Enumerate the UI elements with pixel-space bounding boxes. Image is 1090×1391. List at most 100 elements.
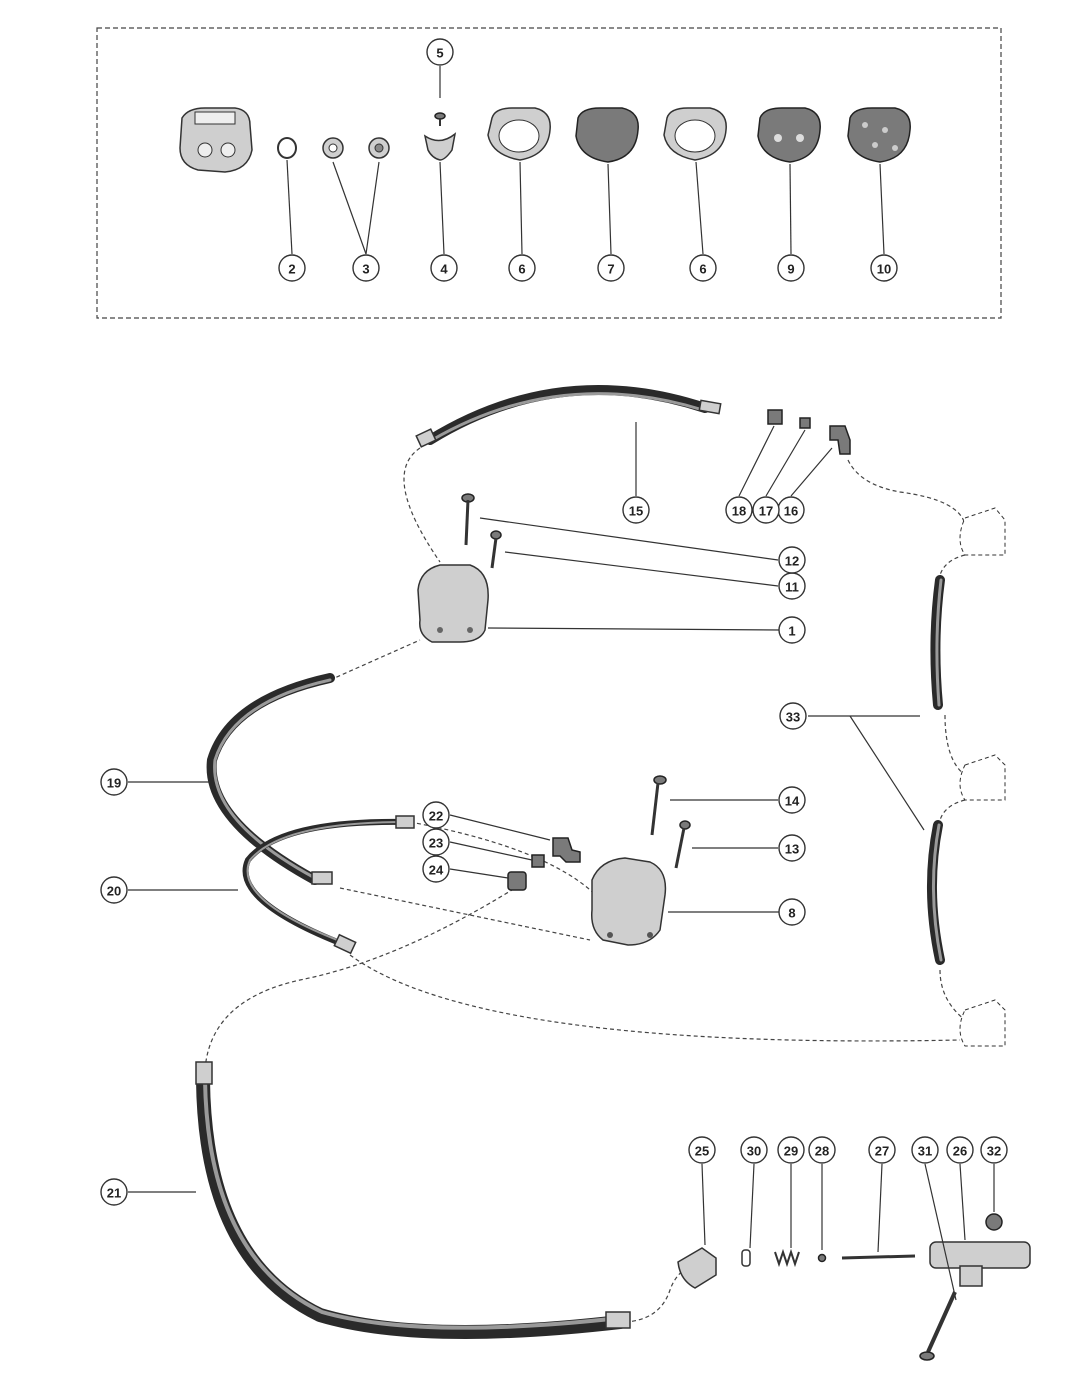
- part-sleeve-23: [531, 854, 545, 868]
- callout-label: 15: [629, 504, 643, 519]
- screw-12: [461, 493, 475, 546]
- part-diaphragm: [575, 107, 639, 163]
- callout-31: 31: [911, 1136, 939, 1164]
- hose-fitting: [195, 1061, 213, 1085]
- callout-8: 8: [778, 898, 806, 926]
- connector-outline-top: [959, 507, 1006, 556]
- screw-14: [650, 775, 667, 836]
- callout-label: 32: [987, 1144, 1001, 1159]
- part-spring-29: [774, 1248, 800, 1268]
- callout-label: 10: [877, 262, 891, 277]
- callout-14: 14: [778, 786, 806, 814]
- part-screw-31: [919, 1291, 957, 1361]
- part-nut-32: [985, 1213, 1003, 1231]
- callout-6: 6: [508, 254, 536, 282]
- callout-11: 11: [778, 572, 806, 600]
- part-sleeve-17: [799, 417, 811, 429]
- pump-upper: [417, 564, 489, 643]
- callout-6: 6: [689, 254, 717, 282]
- callout-21: 21: [100, 1178, 128, 1206]
- callout-32: 32: [980, 1136, 1008, 1164]
- part-cover-plate: [757, 107, 821, 163]
- callout-1: 1: [778, 616, 806, 644]
- callout-7: 7: [597, 254, 625, 282]
- part-ball-28: [817, 1253, 827, 1263]
- part-check-valve-pair: [322, 137, 390, 159]
- callout-label: 19: [107, 776, 121, 791]
- callout-2: 2: [278, 254, 306, 282]
- callout-label: 6: [518, 262, 525, 277]
- callout-4: 4: [430, 254, 458, 282]
- part-elbow-22: [552, 837, 581, 863]
- screw-13: [674, 820, 691, 869]
- callout-label: 12: [785, 554, 799, 569]
- callout-22: 22: [422, 801, 450, 829]
- part-nut-24: [507, 871, 527, 891]
- callout-label: 21: [107, 1186, 121, 1201]
- callout-label: 13: [785, 842, 799, 857]
- callout-label: 9: [787, 262, 794, 277]
- screw-11: [490, 530, 502, 569]
- callout-25: 25: [688, 1136, 716, 1164]
- connector-outline-middle: [959, 754, 1006, 801]
- callout-label: 29: [784, 1144, 798, 1159]
- callout-12: 12: [778, 546, 806, 574]
- callout-label: 22: [429, 809, 443, 824]
- part-gasket-a: [487, 107, 551, 161]
- callout-18: 18: [725, 496, 753, 524]
- callout-label: 14: [785, 794, 800, 809]
- callout-label: 25: [695, 1144, 709, 1159]
- part-fitting-25: [677, 1247, 717, 1289]
- part-nut-18: [767, 409, 783, 425]
- callout-29: 29: [777, 1136, 805, 1164]
- part-retainer: [423, 132, 457, 161]
- part-gasket-b: [663, 107, 727, 161]
- connector-outline-bottom: [959, 999, 1006, 1047]
- callout-label: 23: [429, 836, 443, 851]
- callout-label: 17: [759, 504, 773, 519]
- callout-label: 20: [107, 884, 121, 899]
- callout-label: 24: [429, 863, 444, 878]
- hose-fitting: [698, 399, 722, 415]
- callout-10: 10: [870, 254, 898, 282]
- callout-23: 23: [422, 828, 450, 856]
- callout-27: 27: [868, 1136, 896, 1164]
- callout-9: 9: [777, 254, 805, 282]
- callout-label: 8: [788, 906, 795, 921]
- callout-15: 15: [622, 496, 650, 524]
- hose-19: [206, 673, 335, 885]
- hose-21: [196, 1073, 627, 1339]
- callout-label: 2: [288, 262, 295, 277]
- hose-fitting: [311, 871, 333, 885]
- callout-17: 17: [752, 496, 780, 524]
- callout-16: 16: [777, 496, 805, 524]
- callout-3: 3: [352, 254, 380, 282]
- hose-fitting: [415, 428, 437, 448]
- callout-20: 20: [100, 876, 128, 904]
- callout-label: 33: [786, 710, 800, 725]
- part-plunger-27: [841, 1254, 916, 1260]
- hose-15: [425, 385, 710, 445]
- part-ring-30: [741, 1249, 751, 1267]
- callout-24: 24: [422, 855, 450, 883]
- hose-fitting: [333, 933, 357, 955]
- callout-label: 30: [747, 1144, 761, 1159]
- callout-label: 4: [440, 262, 448, 277]
- callout-label: 3: [362, 262, 369, 277]
- callout-5: 5: [426, 38, 454, 66]
- callout-label: 31: [918, 1144, 932, 1159]
- callout-label: 11: [785, 580, 799, 595]
- hose-fitting: [605, 1311, 631, 1329]
- callout-label: 28: [815, 1144, 829, 1159]
- callout-label: 1: [788, 624, 795, 639]
- callout-label: 16: [784, 504, 798, 519]
- part-screw-small: [434, 112, 446, 126]
- callout-30: 30: [740, 1136, 768, 1164]
- callout-label: 7: [607, 262, 614, 277]
- part-pump-body: [179, 107, 253, 173]
- part-elbow-16: [829, 425, 851, 455]
- callout-label: 26: [953, 1144, 967, 1159]
- part-valve-body-26: [929, 1241, 1031, 1287]
- pump-lower: [590, 857, 667, 946]
